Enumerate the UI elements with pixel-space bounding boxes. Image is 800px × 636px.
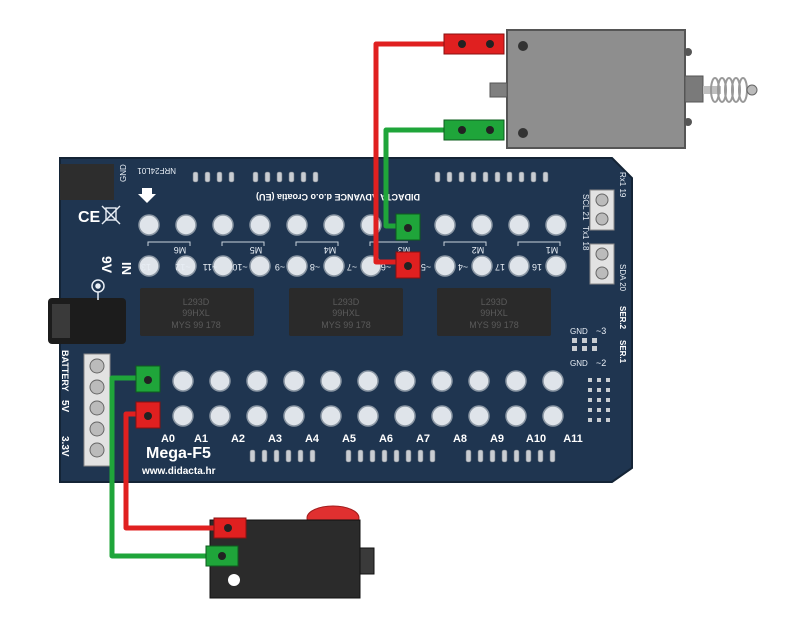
- green-wire-solenoid: [383, 127, 450, 229]
- svg-text:A4: A4: [305, 433, 320, 445]
- svg-text:13: 13: [141, 262, 151, 272]
- svg-text:5V: 5V: [59, 400, 70, 413]
- dc-polarity-icon: [91, 279, 105, 300]
- svg-text:L293D: L293D: [183, 297, 210, 307]
- svg-text:M2: M2: [472, 245, 485, 255]
- analog-pin-labels: A0 A1 A2 A3 A4 A5 A6 A7 A8 A9 A10 A11: [161, 433, 583, 445]
- chip-3: L293D 99HXL MYS 99 178: [437, 288, 551, 336]
- bottom-header-pins: [249, 449, 556, 463]
- board-green-connector-bottom: [135, 365, 161, 393]
- svg-text:A5: A5: [342, 433, 356, 445]
- svg-text:~7: ~7: [347, 262, 357, 272]
- svg-text:M3: M3: [398, 245, 411, 255]
- ce-mark-icon: CE: [78, 209, 101, 226]
- switch-green-connector: [205, 545, 239, 567]
- svg-text:M6: M6: [174, 245, 187, 255]
- motor-brackets: [147, 241, 561, 246]
- svg-text:SDA 20: SDA 20: [618, 264, 627, 292]
- in-label: IN: [119, 262, 134, 275]
- svg-text:L293D: L293D: [333, 297, 360, 307]
- solenoid: [489, 29, 758, 149]
- svg-text:3.3V: 3.3V: [59, 436, 70, 457]
- svg-text:SCL 21: SCL 21: [581, 194, 590, 221]
- svg-text:99HXL: 99HXL: [332, 308, 360, 318]
- top-led-row-2: [138, 255, 567, 277]
- weee-bin-icon: [101, 205, 121, 225]
- power-symbol-label: 9V: [99, 256, 115, 274]
- svg-text:M1: M1: [546, 245, 559, 255]
- top-row-number-labels: 13 ~12 ~11 ~10 ~9 ~8 ~7 ~6 ~5 ~4 17 16: [141, 262, 542, 272]
- svg-text:CE: CE: [78, 209, 101, 226]
- svg-text:Tx1 18: Tx1 18: [581, 226, 590, 251]
- svg-text:MYS 99 178: MYS 99 178: [321, 320, 371, 330]
- left-side-labels: BATTERY 5V 3.3V: [59, 350, 70, 457]
- svg-text:A6: A6: [379, 433, 393, 445]
- svg-text:~11: ~11: [203, 262, 218, 272]
- svg-text:MYS 99 178: MYS 99 178: [469, 320, 519, 330]
- top-header-pins: [192, 171, 549, 183]
- svg-text:A10: A10: [526, 433, 546, 445]
- board-red-connector-top: [395, 251, 421, 279]
- svg-text:A1: A1: [194, 433, 208, 445]
- svg-text:~5: ~5: [421, 262, 431, 272]
- board-name: Mega-F5: [146, 445, 211, 462]
- motor-labels: M6 M5 M4 M3 M2 M1: [174, 245, 559, 255]
- green-wire-switch: [109, 375, 212, 559]
- svg-text:~4: ~4: [458, 262, 468, 272]
- red-wire-solenoid: [373, 41, 450, 265]
- svg-text:A11: A11: [563, 433, 583, 445]
- svg-text:~3: ~3: [596, 326, 606, 336]
- chip-1: L293D 99HXL MYS 99 178: [140, 288, 254, 336]
- svg-text:~12: ~12: [175, 262, 190, 272]
- svg-text:~8: ~8: [310, 262, 320, 272]
- svg-text:GND: GND: [570, 327, 588, 336]
- svg-text:L293D: L293D: [481, 297, 508, 307]
- svg-text:Rx1 19: Rx1 19: [618, 172, 627, 198]
- terminal-block-right-top: [589, 189, 615, 231]
- nrf-module-header: [60, 164, 114, 200]
- svg-text:M5: M5: [250, 245, 263, 255]
- svg-text:99HXL: 99HXL: [182, 308, 210, 318]
- svg-text:99HXL: 99HXL: [480, 308, 508, 318]
- red-wire-switch: [123, 411, 218, 531]
- gnd-top-label: GND: [119, 164, 128, 182]
- svg-text:BATTERY: BATTERY: [60, 350, 70, 392]
- svg-text:A0: A0: [161, 433, 175, 445]
- svg-text:~9: ~9: [275, 262, 285, 272]
- module-id-label: NRF24L01: [137, 166, 176, 175]
- svg-text:16: 16: [532, 262, 542, 272]
- terminal-block-left: [83, 353, 111, 467]
- bottom-led-row: [172, 370, 564, 427]
- svg-text:A3: A3: [268, 433, 282, 445]
- serial-pin-grid: [572, 338, 610, 422]
- svg-text:A8: A8: [453, 433, 467, 445]
- svg-text:A2: A2: [231, 433, 245, 445]
- svg-text:MYS 99 178: MYS 99 178: [171, 320, 221, 330]
- chip-2: L293D 99HXL MYS 99 178: [289, 288, 403, 336]
- svg-text:A9: A9: [490, 433, 504, 445]
- switch-red-connector: [213, 517, 247, 539]
- solenoid-green-connector: [443, 119, 505, 141]
- company-label: DIDACTA ADVANCE d.o.o Croatia (EU): [256, 192, 420, 202]
- solenoid-red-connector: [443, 33, 505, 55]
- terminal-block-right-bottom: [589, 243, 615, 285]
- right-side-labels: Rx1 19 Tx1 18 SCL 21 SDA 20 SER.2 SER.1 …: [570, 172, 627, 368]
- board-red-connector-bottom: [135, 401, 161, 429]
- svg-text:SER.2: SER.2: [618, 306, 627, 330]
- down-arrow-icon: [138, 188, 156, 203]
- svg-text:GND: GND: [570, 359, 588, 368]
- svg-text:~6: ~6: [381, 262, 391, 272]
- board-url: www.didacta.hr: [141, 466, 216, 477]
- svg-text:~10: ~10: [232, 262, 247, 272]
- svg-text:17: 17: [495, 262, 505, 272]
- svg-text:~2: ~2: [596, 358, 606, 368]
- board-green-connector-top: [395, 213, 421, 241]
- svg-text:M4: M4: [324, 245, 337, 255]
- svg-text:A7: A7: [416, 433, 430, 445]
- svg-text:SER.1: SER.1: [618, 340, 627, 364]
